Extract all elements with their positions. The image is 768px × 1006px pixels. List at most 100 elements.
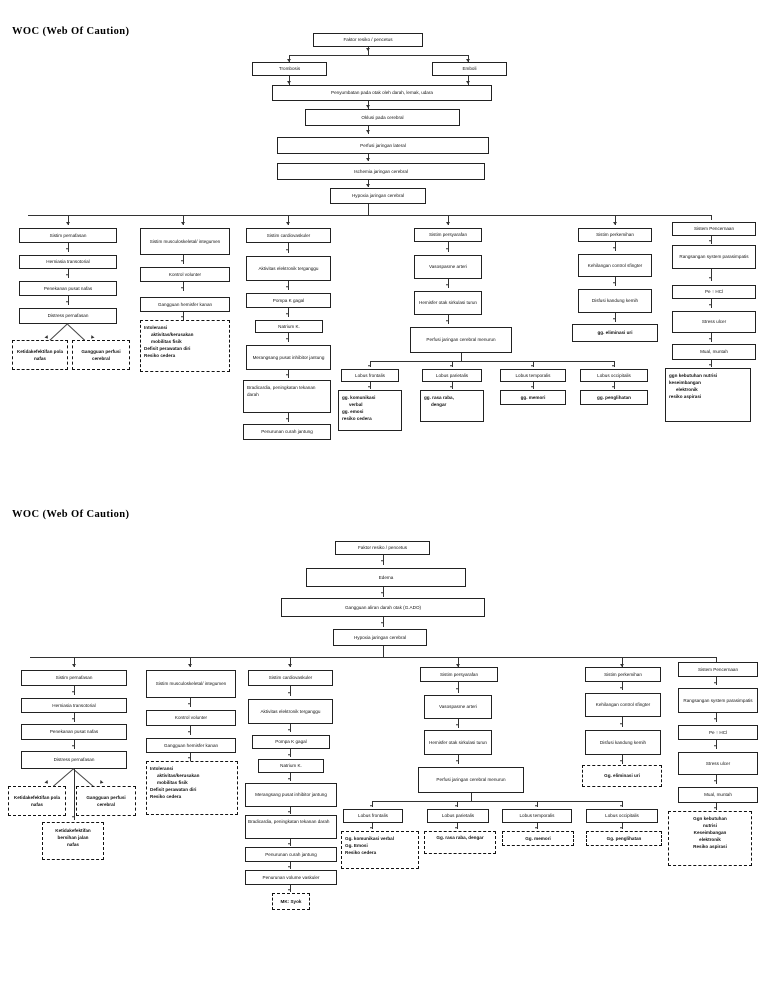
connector — [622, 717, 623, 727]
arrow — [450, 365, 453, 367]
arrow — [456, 688, 459, 690]
connector — [288, 413, 289, 422]
arrow — [287, 664, 292, 667]
connector — [622, 801, 623, 807]
node-perfusi-lateral: Perfusi jaringan lateral — [277, 137, 489, 154]
connector — [190, 657, 191, 667]
node-penurunan-curah-jantung: Penurunan curah jantung — [243, 424, 331, 440]
arrow — [381, 560, 384, 562]
connector — [461, 353, 462, 361]
connector — [74, 657, 75, 667]
connector — [458, 719, 459, 728]
outcome-line: ggn kebutuhan nutrisi — [669, 373, 718, 378]
outcome-line: Gg. komunikasi verbal — [345, 836, 395, 841]
node-pe-naik-hcl-2: Pe ↑ HCl — [678, 725, 758, 740]
arrow — [612, 222, 617, 225]
arrow — [620, 687, 623, 689]
node-merangsang-pusat-inhibitor: Merangsang pusat inhibitor jantung — [246, 345, 331, 370]
connector — [716, 740, 717, 749]
node-stress-ulcer: Stress ulcer — [672, 311, 756, 333]
node-kontrol-volunter-2: Kontrol volunter — [146, 710, 236, 726]
connector — [68, 296, 69, 305]
connector — [183, 312, 184, 320]
outcome-intoleransi-group-2: Intoleransi aktivitas/kerusakan mobilita… — [146, 761, 238, 815]
connector — [615, 277, 616, 286]
arrow — [365, 184, 370, 187]
connector — [74, 740, 75, 749]
connector — [615, 242, 616, 251]
outcome-line: Resiko cedera — [150, 794, 182, 800]
node-bradicardia-2: Bradicardia, peningkatan tekanan darah — [245, 815, 337, 839]
node-perfusi-jaringan-menurun-2: Perfusi jaringan cerebral menurun — [418, 767, 524, 793]
arrow — [286, 374, 289, 376]
outcome-lobus-parietalis: gg. rasa raba, dengar — [420, 390, 484, 422]
node-penurunan-volume-vaskuler: Penurunan volume vaskuler — [245, 870, 337, 885]
arrow — [66, 274, 69, 276]
node-pompa-k-gagal: Pompa K gagal — [246, 293, 331, 308]
arrow — [381, 622, 384, 624]
connector — [383, 587, 384, 597]
node-herniasia-2: Herniasia transotorial — [21, 698, 127, 713]
arrow — [181, 260, 184, 262]
outcome-ggn-nutrisi-group-2: Ggn kebutuhan nutrisi Keseimbangan elekt… — [668, 811, 752, 866]
connector — [614, 382, 615, 389]
connector — [288, 370, 289, 378]
connector — [289, 76, 290, 85]
outcome-lobus-occipitalis: gg. penglihatan — [580, 390, 648, 405]
connector — [383, 555, 384, 565]
outcome-lobus-temporalis: gg. memori — [500, 390, 566, 405]
arrow — [535, 805, 538, 807]
outcome-line: gg. rasa raba, — [424, 395, 454, 400]
lobus-bus — [370, 361, 614, 362]
lobus-bus — [372, 801, 622, 802]
arrow — [180, 222, 185, 225]
arrow — [365, 158, 370, 161]
node-sistim-cardiovaskuler-2: Sistim cardiovaskuler — [248, 670, 333, 686]
connector — [448, 315, 449, 324]
node-lobus-occipitalis-2: Lobus occipitalis — [586, 809, 658, 823]
arrow — [288, 811, 291, 813]
connector — [457, 801, 458, 807]
connector — [290, 773, 291, 781]
outcome-line: dengar — [431, 402, 447, 408]
arrow — [714, 807, 717, 809]
node-ischemia: Ischemia jaringan cerebral — [277, 163, 485, 180]
connector — [288, 333, 289, 342]
node-sistim-perkemihan-2: Sistim perkemihan — [585, 667, 661, 682]
node-edema: Edema — [306, 568, 466, 587]
arrow — [98, 780, 104, 785]
connector — [615, 215, 616, 225]
node-lobus-temporalis: Lobus temporalis — [500, 369, 566, 382]
node-sistim-persyarafan-2: Sistim persyarafan — [420, 667, 498, 682]
arrow — [714, 780, 717, 782]
node-emboli: Emboli — [432, 62, 507, 76]
outcome-line: Resiko aspirasi — [693, 844, 727, 850]
arrow — [455, 827, 458, 829]
connector — [290, 839, 291, 846]
node-penekanan-pusat-nafas-2: Penekanan pusat nafas — [21, 724, 127, 740]
outcome-gg-eliminasi-uri-2: Gg. eliminasi uri — [582, 765, 662, 787]
outcome-line: Ggn kebutuhan — [693, 816, 727, 821]
connector — [537, 823, 538, 829]
connector — [452, 382, 453, 389]
connector — [290, 686, 291, 696]
page-title-2: WOC (Web Of Caution) — [12, 509, 130, 520]
node-sistim-pernafasan-2: Sistim pernafasan — [21, 670, 127, 686]
connector — [458, 755, 459, 764]
connector — [370, 382, 371, 389]
connector — [458, 682, 459, 693]
arrow — [455, 664, 460, 667]
node-vasospasme-arteri: Vasospasme arteri — [414, 255, 482, 279]
node-hypoxia-2: Hypoxia jaringan cerebral — [333, 629, 427, 646]
connector — [368, 47, 369, 56]
connector — [711, 269, 712, 281]
node-sistim-perkemihan: Sistim perkemihan — [578, 228, 652, 242]
arrow — [620, 760, 623, 762]
arrow — [188, 731, 191, 733]
node-penyumbatan: Penyumbatan pada otak oleh darah, lemak,… — [272, 85, 492, 101]
node-oklusi: Oklusi pada cerebral — [305, 109, 460, 126]
arrow — [370, 827, 373, 829]
node-vasospasme-arteri-2: Vasospasme arteri — [424, 695, 492, 719]
connector — [288, 243, 289, 253]
